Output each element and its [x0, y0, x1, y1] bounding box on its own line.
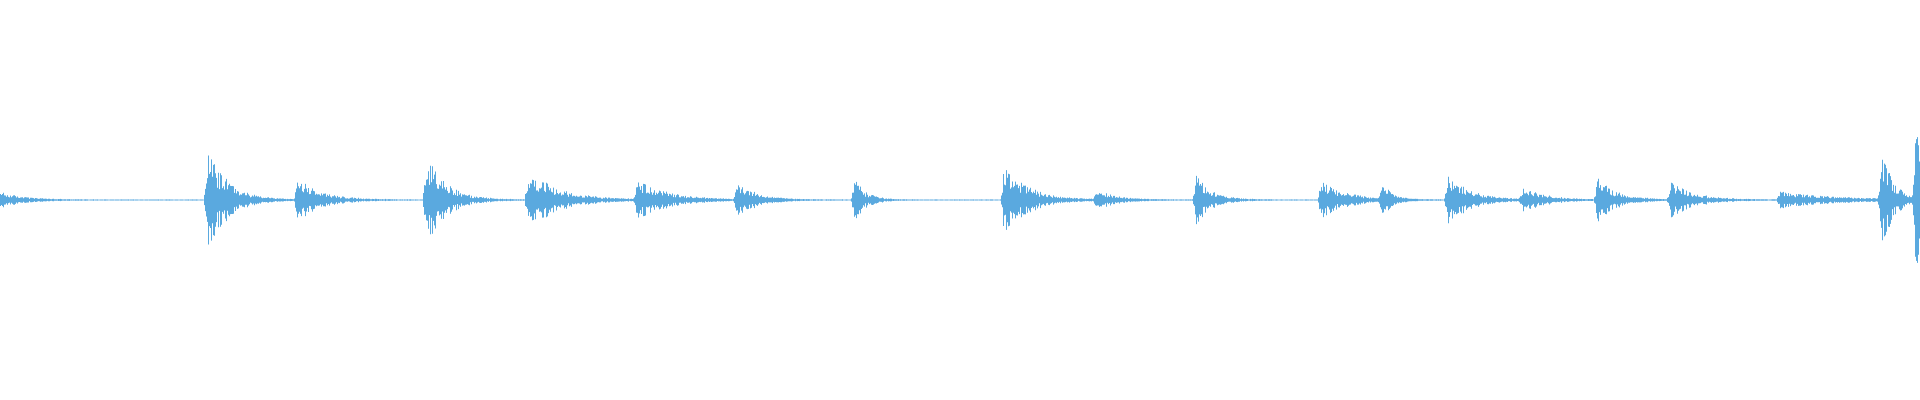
- waveform-samples: [0, 137, 1920, 263]
